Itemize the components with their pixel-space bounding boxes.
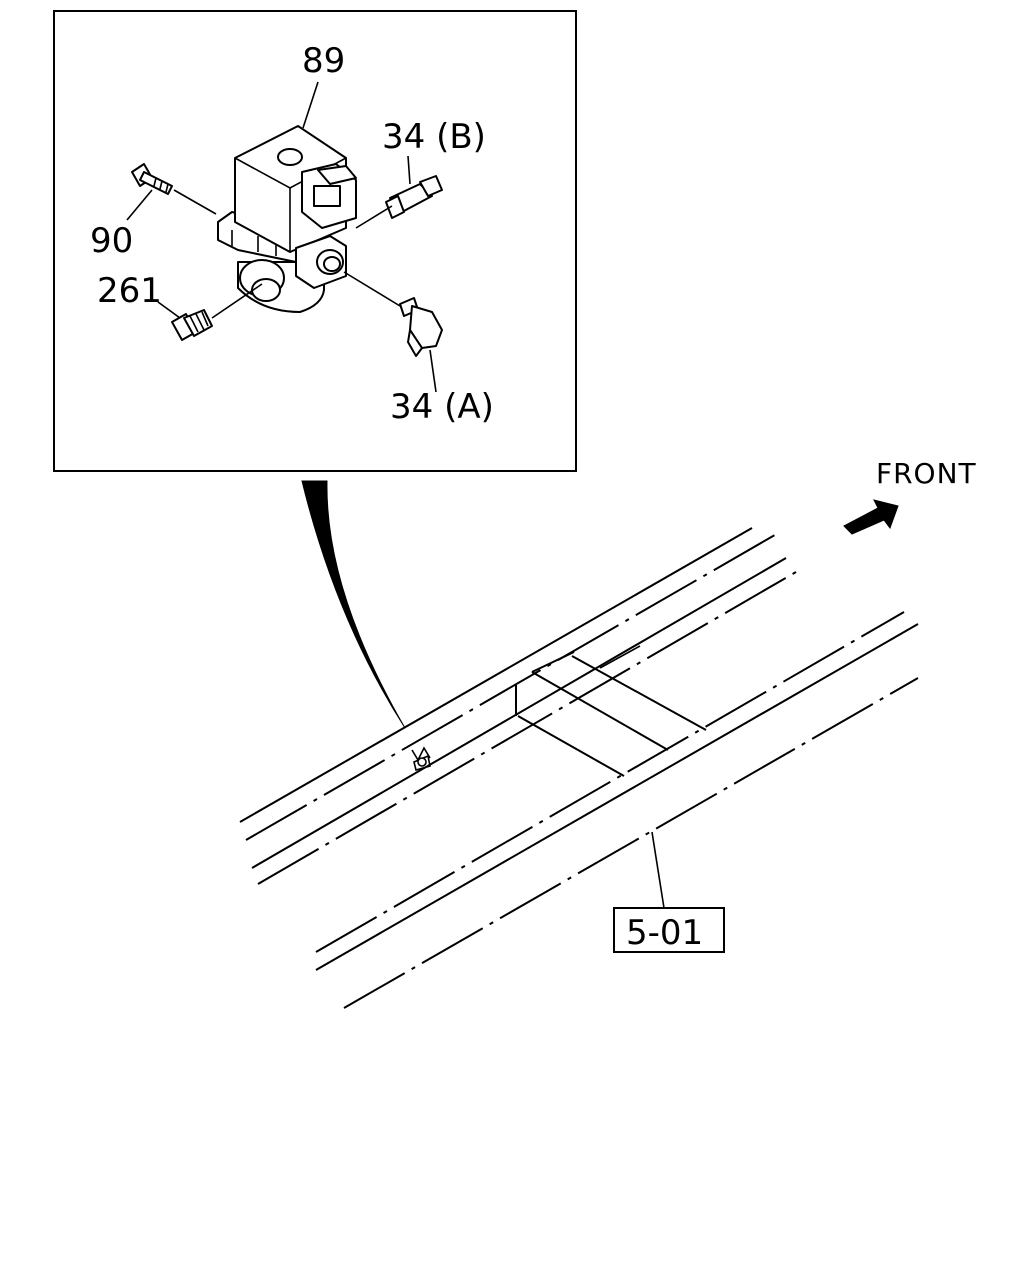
callout-261: 261 [97,271,162,311]
detail-pointer [301,480,406,729]
front-arrow-icon [843,499,899,535]
callout-34a: 34 (A) [390,387,494,427]
chassis-frame [239,527,919,1009]
leader-34b [407,155,411,185]
reference-5-01[interactable]: 5-01 [613,907,725,953]
leader-34a [429,349,437,393]
bolt-90[interactable] [131,163,217,215]
reference-box [613,907,725,953]
leader-5-01 [651,831,665,909]
front-indicator: FRONT [843,457,977,535]
callout-34b: 34 (B) [382,117,486,157]
valve-assembly[interactable] [217,125,357,313]
leader-89 [302,81,319,129]
reference-label: 5-01 [626,913,703,953]
valve-location-marker[interactable] [411,746,431,771]
leader-261 [157,301,181,319]
front-label: FRONT [876,457,977,490]
leader-90 [126,189,153,221]
callout-89: 89 [302,41,345,81]
inset-detail: 89 34 (B) 90 261 34 (A) [53,10,577,472]
plug-261[interactable] [171,283,263,341]
callout-90: 90 [90,221,133,261]
fitting-34b[interactable] [355,175,443,229]
fitting-34a[interactable] [343,271,443,357]
